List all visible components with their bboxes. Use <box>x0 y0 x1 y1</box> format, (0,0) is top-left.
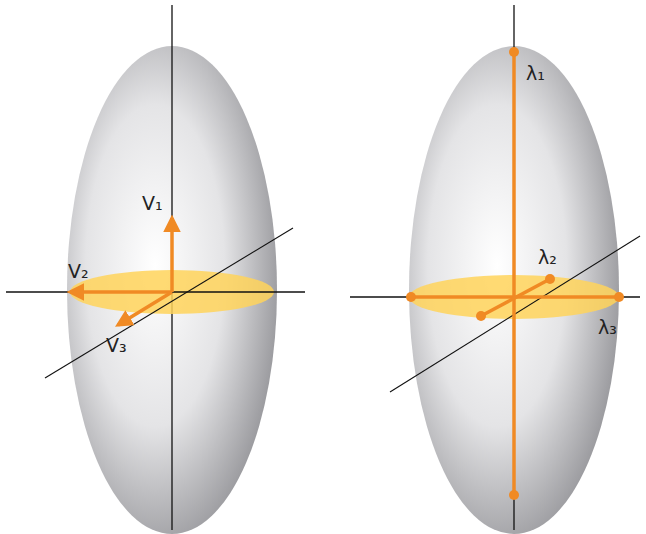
eigenvalue-label: λ₃ <box>598 318 617 337</box>
eigenvector-ellipsoid <box>6 5 305 534</box>
eigenvalue-ellipsoid <box>350 5 640 534</box>
vector-label: V₁ <box>142 194 163 213</box>
vector-label: V₂ <box>68 262 89 281</box>
vector-label: V₃ <box>106 336 127 355</box>
eigenvalue-label: λ₁ <box>526 64 545 83</box>
eigenvalue-label: λ₂ <box>538 248 557 267</box>
